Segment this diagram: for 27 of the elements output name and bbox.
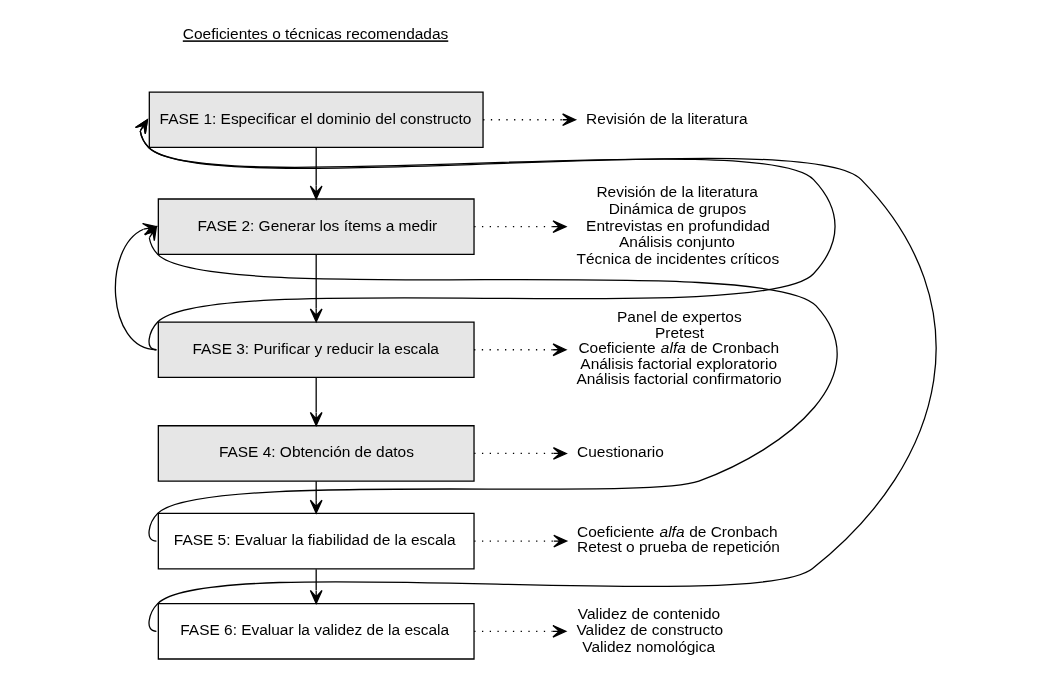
arrow [473, 624, 566, 638]
label: Coeficientes o técnicas recomendadas [182, 25, 448, 43]
arrow [473, 220, 567, 234]
node-text: Revisión de la literatura [585, 109, 748, 127]
arrow [143, 226, 838, 542]
node-text: Validez de contenido Validez de constructo Validez nomológica [575, 604, 723, 656]
arrow [134, 119, 836, 351]
arrow [309, 480, 323, 514]
arrow [309, 254, 323, 323]
arrow [309, 568, 323, 605]
arrow [472, 343, 567, 357]
node-box: FASE 5: Evaluar la fiabilidad de la escala [157, 512, 475, 570]
node-box: FASE 6: Evaluar la validez de la escala [157, 602, 475, 660]
node-box: FASE 1: Especificar el dominio del constructo [148, 91, 484, 149]
arrow [473, 534, 567, 548]
arrow [134, 119, 937, 632]
node-text: Panel de expertos Pretest Coeficiente alfa de Cronbach Análisis factorial exploratorio Análisis factorial confirmatorio [575, 308, 782, 388]
node-text: Coeficiente alfa de Cronbach Retest o prueba de repetición [576, 522, 780, 556]
node-box: FASE 2: Generar los ítems a medir [157, 198, 475, 256]
arrow [309, 376, 323, 427]
node-text: Cuestionario [576, 443, 664, 461]
node-box: FASE 3: Purificar y reducir la escala [157, 321, 475, 379]
node-box: FASE 4: Obtención de datos [157, 425, 475, 482]
arrow [309, 147, 323, 200]
arrow [473, 447, 567, 460]
node-text: Revisión de la literatura Dinámica de grupos Entrevistas en profundidad Análisis conjunto Técnica de incidentes críticos [575, 183, 779, 268]
arrow [482, 113, 576, 127]
